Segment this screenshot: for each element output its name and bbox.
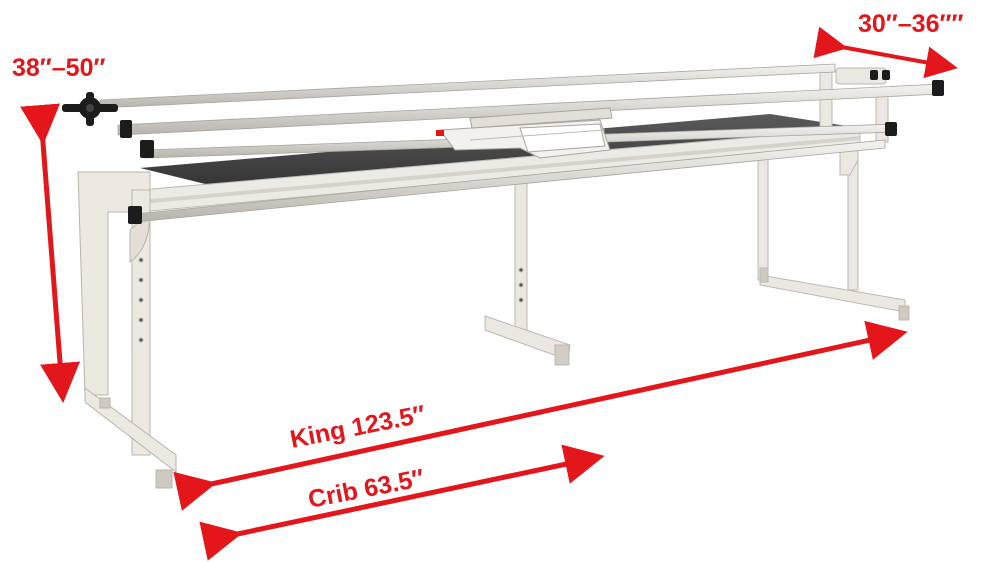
crib-length-arrow bbox=[199, 444, 605, 561]
right-leg-frame bbox=[757, 139, 910, 321]
height-label: 38″–50″ bbox=[12, 54, 105, 82]
height-arrow bbox=[20, 103, 81, 403]
king-length-label: King 123.5″ bbox=[288, 400, 428, 454]
roller-end-caps bbox=[120, 70, 944, 224]
machine-carriage bbox=[436, 107, 613, 159]
left-leg-frame bbox=[77, 171, 177, 489]
hand-wheel-left bbox=[62, 92, 118, 126]
king-length-arrow bbox=[173, 320, 908, 511]
quilting-frame-illustration bbox=[62, 63, 944, 489]
depth-arrow bbox=[813, 26, 958, 79]
rollers bbox=[99, 63, 941, 223]
middle-support-leg bbox=[484, 177, 571, 366]
depth-label: 30″–36″″ bbox=[858, 10, 963, 38]
